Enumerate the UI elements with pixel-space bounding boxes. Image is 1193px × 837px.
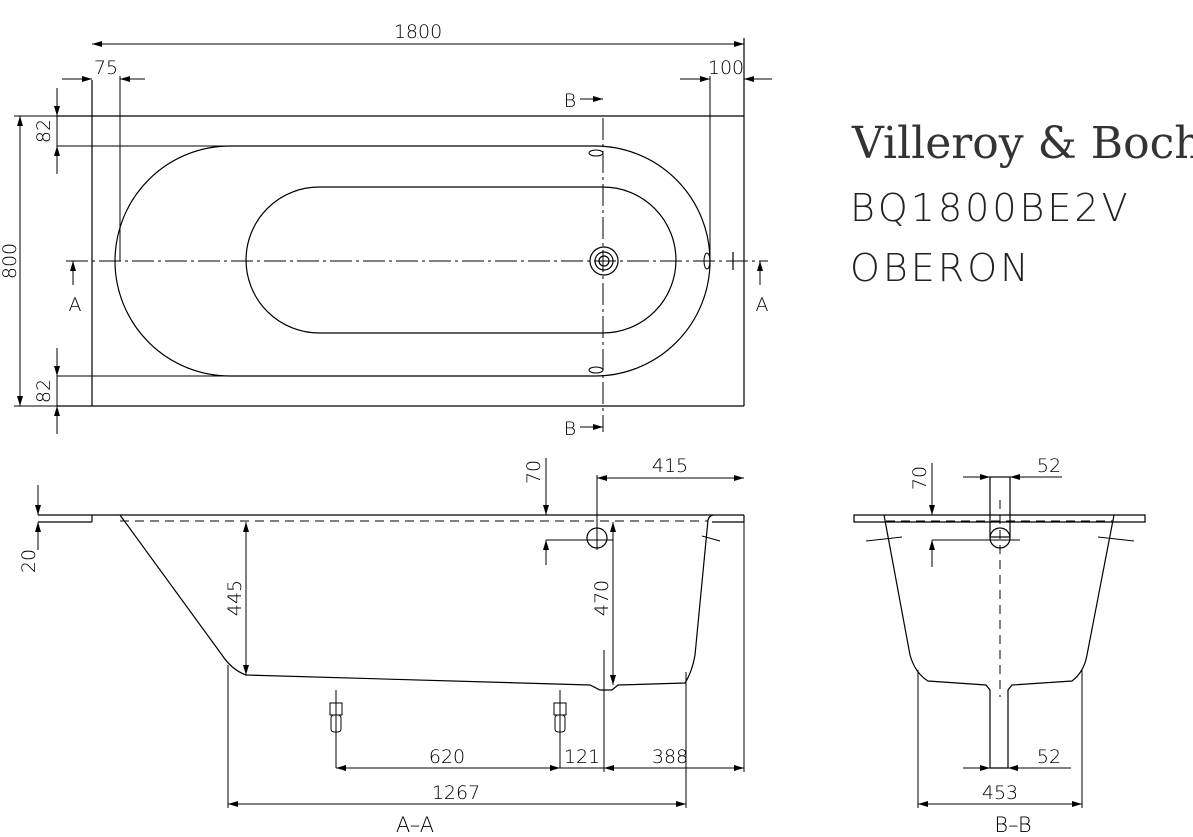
section-aa-title: A–A [396,813,434,837]
dim-overflow-pipe: 52 [1037,455,1061,477]
dim-overflow-height-bb: 70 [909,466,931,490]
section-bb-title: B–B [994,813,1031,837]
section-a-label-right: A [756,294,769,316]
plan-view: 1800 75 100 800 82 82 A A B B [0,21,772,440]
dim-length: 1800 [394,21,442,43]
dim-rim-thickness: 20 [18,549,40,573]
dim-width: 800 [0,243,21,279]
dim-drain-pipe: 52 [1037,746,1061,768]
dim-base-width: 453 [982,782,1018,804]
basin-outline [245,186,677,334]
dim-overflow-from-end: 415 [652,455,688,477]
dim-leg-spacing: 620 [429,746,465,768]
model-code: BQ1800BE2V [850,186,1131,230]
brand-logo: Villeroy & Boch [851,118,1193,169]
dim-depth-drain: 470 [591,580,613,616]
section-aa: 20 445 470 70 415 620 121 388 1267 A–A [18,455,745,837]
leg-icon [329,690,343,768]
leg-icon [553,690,567,768]
section-b-label-top: B [564,90,576,112]
dim-left-offset: 75 [94,57,118,79]
dim-bottom-rim: 82 [33,379,55,403]
drain-icon [589,246,619,276]
dim-depth-left: 445 [224,580,246,616]
tub-outline [114,145,711,377]
dim-base-length: 1267 [432,782,480,804]
model-name: OBERON [850,246,1032,290]
brand-block: Villeroy & Boch BQ1800BE2V OBERON [850,118,1193,290]
section-a-label-left: A [69,294,82,316]
dim-drain-to-end: 388 [652,746,688,768]
overflow-icon [989,527,1011,549]
dim-right-offset: 100 [708,57,744,79]
dim-overflow-height: 70 [523,460,545,484]
section-bb: 70 52 52 453 B–B [853,455,1146,837]
dim-leg-to-drain: 121 [564,746,600,768]
dim-top-rim: 82 [33,119,55,143]
section-b-label-bottom: B [564,418,576,440]
